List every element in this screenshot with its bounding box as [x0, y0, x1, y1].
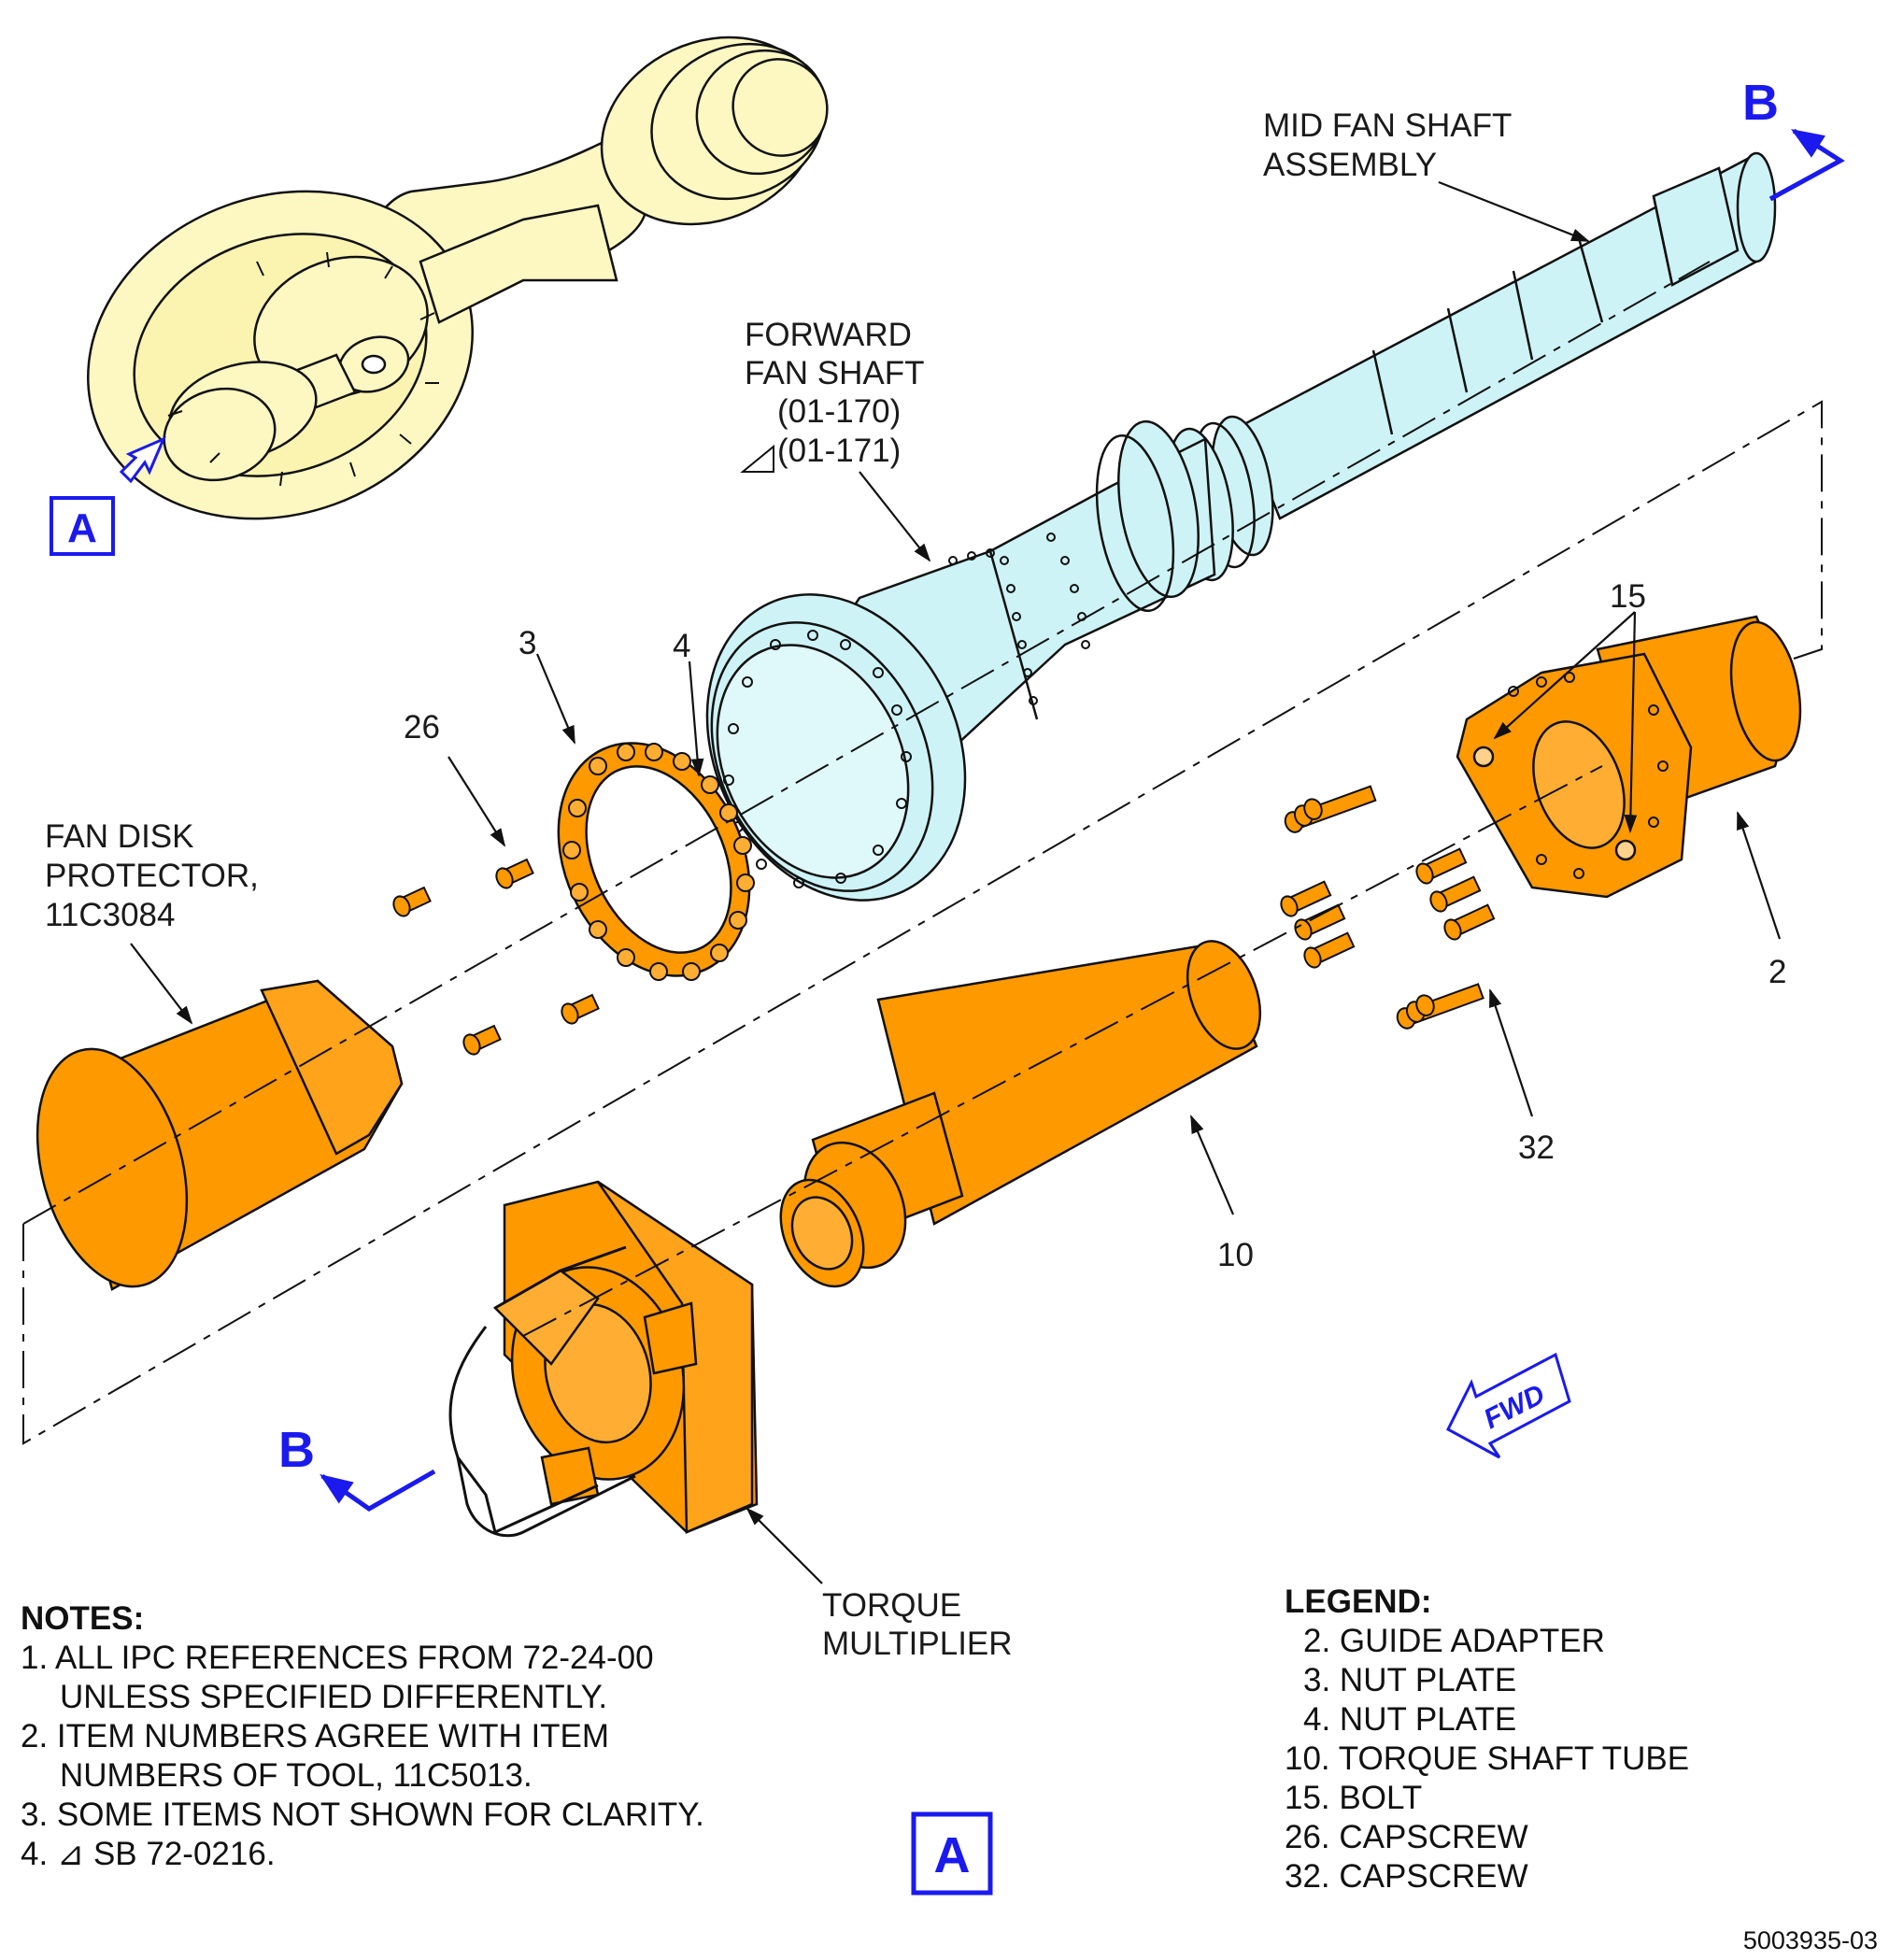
legend-item: 10. TORQUE SHAFT TUBE — [1285, 1740, 1690, 1777]
fan-disk-protector — [36, 979, 404, 1291]
leader-lines — [130, 180, 1782, 1584]
leader-item-26 — [447, 756, 506, 847]
view-a-indicator-bottom: A — [911, 1811, 993, 1896]
label-fan-disk-protector-2: PROTECTOR, — [45, 858, 259, 894]
mid-fan-shaft-assembly — [1167, 151, 1777, 582]
label-forward-fan-shaft-1: FORWARD — [745, 317, 912, 353]
legend-item: 2. GUIDE ADAPTER — [1303, 1623, 1605, 1659]
view-a-box-top — [50, 496, 115, 556]
drawing-number: 5003935-03 — [1742, 1926, 1878, 1954]
view-b-label-top: B — [1742, 75, 1779, 131]
label-item-4: 4 — [673, 628, 690, 664]
capscrew — [1415, 847, 1468, 885]
torque-multiplier — [448, 1180, 759, 1538]
leader-item-32 — [1488, 988, 1534, 1117]
capscrew — [1280, 880, 1332, 917]
label-item-26: 26 — [404, 709, 440, 746]
note-item: 2. ITEM NUMBERS AGREE WITH ITEM NUMBERS … — [21, 1718, 610, 1794]
leader-fan-disk-protector — [130, 943, 193, 1025]
view-b-indicator-top: B — [1742, 75, 1845, 202]
label-mid-fan-shaft-2: ASSEMBLY — [1263, 147, 1437, 183]
capscrew — [1396, 983, 1484, 1030]
label-mid-fan-shaft-1: MID FAN SHAFT — [1263, 107, 1512, 144]
label-forward-fan-shaft-2: FAN SHAFT — [745, 355, 925, 391]
fwd-arrow-icon — [1446, 1352, 1571, 1459]
legend-item: 15. BOLT — [1285, 1780, 1423, 1816]
label-fan-disk-protector-1: FAN DISK — [45, 818, 193, 855]
capscrews-item-26 — [392, 858, 600, 1056]
view-a-label-bottom: A — [934, 1827, 971, 1883]
label-item-15: 15 — [1610, 578, 1646, 615]
forward-fan-shaft — [705, 419, 1216, 902]
view-a-label-top: A — [67, 505, 97, 551]
legend-title: LEGEND: — [1285, 1584, 1432, 1620]
leader-item-4 — [688, 660, 704, 777]
view-a-arrow-icon — [119, 436, 166, 484]
label-torque-multiplier-1: TORQUE — [822, 1587, 961, 1624]
leader-item-2 — [1736, 811, 1782, 940]
label-torque-multiplier-2: MULTIPLIER — [822, 1626, 1013, 1662]
note-item: 3. SOME ITEMS NOT SHOWN FOR CLARITY. — [21, 1797, 704, 1833]
view-a-box-bottom — [911, 1811, 993, 1896]
phantom-outline — [22, 261, 1823, 1445]
capscrew — [495, 858, 534, 889]
leader-item-15a — [1493, 611, 1636, 740]
notes-title: NOTES: — [21, 1600, 145, 1637]
leader-torque-multiplier — [746, 1507, 823, 1584]
label-item-2: 2 — [1768, 954, 1786, 990]
view-b-label-bottom: B — [278, 1422, 315, 1478]
capscrews-item-32 — [1280, 785, 1496, 1030]
capscrew — [462, 1024, 502, 1056]
label-fan-disk-protector-3: 11C3084 — [45, 897, 175, 933]
label-item-32: 32 — [1518, 1129, 1555, 1166]
label-item-3: 3 — [518, 625, 536, 661]
note-item: 1. ALL IPC REFERENCES FROM 72-24-00 UNLE… — [21, 1640, 654, 1715]
legend-item: 26. CAPSCREW — [1285, 1819, 1528, 1855]
notes-section: NOTES: 1. ALL IPC REFERENCES FROM 72-24-… — [21, 1599, 731, 1874]
capscrew — [1429, 875, 1482, 913]
forward-direction-indicator: FWD — [1446, 1352, 1571, 1459]
capscrew — [1303, 931, 1356, 969]
capscrew — [561, 993, 600, 1025]
capscrew — [392, 886, 432, 917]
capscrew — [1284, 785, 1377, 833]
leader-forward-fan-shaft — [859, 471, 931, 562]
sb-flag-icon — [740, 444, 774, 473]
legend-item: 4. NUT PLATE — [1303, 1701, 1517, 1738]
legend-item: 32. CAPSCREW — [1285, 1858, 1528, 1895]
capscrew — [1294, 903, 1346, 941]
torque-shaft-tube-item-10 — [779, 940, 1262, 1288]
view-b-arrow-top-icon — [1768, 128, 1845, 202]
nut-plate-item-4 — [562, 743, 755, 981]
legend-item: 3. NUT PLATE — [1303, 1662, 1517, 1698]
label-item-10: 10 — [1217, 1237, 1254, 1273]
leader-item-10 — [1189, 1115, 1235, 1215]
label-forward-fan-shaft-4: (01-171) — [777, 433, 901, 469]
capscrew — [1443, 903, 1496, 941]
leader-item-15b — [1624, 611, 1638, 833]
view-a-indicator-top: A — [50, 436, 166, 556]
note-item: 4. ⊿ SB 72-0216. — [21, 1836, 276, 1872]
legend-section: LEGEND: 2. GUIDE ADAPTER 3. NUT PLATE 4.… — [1285, 1583, 1808, 1896]
view-b-arrow-bottom-icon — [320, 1469, 436, 1512]
leader-mid-fan-shaft — [1438, 180, 1590, 243]
leader-item-3 — [535, 653, 576, 745]
label-forward-fan-shaft-3: (01-170) — [777, 393, 901, 430]
engine-overview-illustration — [87, 36, 829, 520]
diagram-labels: MID FAN SHAFT ASSEMBLY FORWARD FAN SHAFT… — [45, 107, 1786, 1662]
view-b-indicator-bottom: B — [278, 1422, 436, 1512]
